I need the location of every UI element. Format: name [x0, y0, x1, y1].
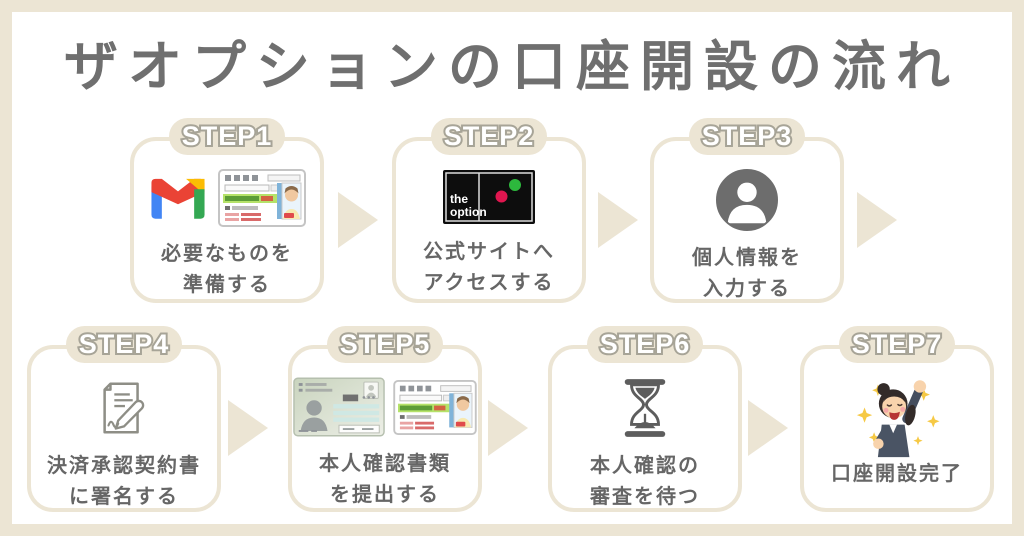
step2-card: the option 公式サイトへ アクセスする [392, 137, 586, 303]
step6-card: 本人確認の 審査を待つ [548, 345, 742, 512]
step3-badge-label: STEP3 [700, 119, 794, 153]
step4-label: 決済承認契約書 に署名する [47, 455, 201, 508]
drivers-license-icon [393, 379, 477, 435]
step2-label: 公式サイトへ アクセスする [423, 241, 555, 294]
step5-card: 本人確認書類 を提出する [288, 345, 482, 512]
step3-badge: STEP3 [689, 118, 805, 155]
person-avatar-icon [716, 169, 778, 231]
arrow-right-icon [338, 192, 378, 248]
step7-badge: STEP7 [839, 326, 955, 363]
page-title: ザオプションの口座開設の流れ [64, 37, 960, 97]
step2-icons: the option [443, 169, 535, 225]
step4-badge-label: STEP4 [77, 327, 171, 361]
hourglass-icon [624, 379, 666, 437]
step5-icons [293, 377, 477, 437]
step2-badge-label: STEP2 [442, 119, 536, 153]
arrow-right-icon [598, 192, 638, 248]
step7-badge-label: STEP7 [850, 327, 944, 361]
step7-card: 口座開設完了 [800, 345, 994, 512]
gmail-logo-icon [151, 178, 205, 219]
step3-icons [716, 169, 778, 231]
step1-icons [148, 169, 306, 227]
arrow-right-icon [857, 192, 897, 248]
id-card-icon [293, 377, 385, 437]
contract-sign-icon [103, 382, 145, 434]
arrow-right-icon [748, 400, 788, 456]
step4-card: 決済承認契約書 に署名する [27, 345, 221, 512]
logo-text-line2: option [450, 205, 487, 219]
step4-badge: STEP4 [66, 326, 182, 363]
the-option-logo-icon: the option [443, 170, 535, 224]
step5-badge: STEP5 [327, 326, 443, 363]
step6-label: 本人確認の 審査を待つ [590, 455, 700, 508]
step1-card: 必要なものを 準備する [130, 137, 324, 303]
arrow-right-icon [228, 400, 268, 456]
step6-badge: STEP6 [587, 326, 703, 363]
step5-badge-label: STEP5 [338, 327, 432, 361]
arrow-right-icon [488, 400, 528, 456]
step3-label: 個人情報を 入力する [692, 247, 802, 300]
step6-icons [618, 377, 672, 439]
step7-label: 口座開設完了 [831, 463, 963, 485]
step2-badge: STEP2 [431, 118, 547, 155]
step5-label: 本人確認書類 を提出する [319, 453, 451, 506]
step4-icons [93, 377, 155, 439]
step7-icons [847, 377, 947, 458]
celebration-person-icon [856, 380, 940, 458]
step3-card: 個人情報を 入力する [650, 137, 844, 303]
logo-text-line1: the [450, 192, 468, 206]
drivers-license-icon [218, 169, 306, 227]
step1-badge-label: STEP1 [180, 119, 274, 153]
step1-label: 必要なものを 準備する [161, 243, 293, 296]
step1-badge: STEP1 [169, 118, 285, 155]
step6-badge-label: STEP6 [598, 327, 692, 361]
